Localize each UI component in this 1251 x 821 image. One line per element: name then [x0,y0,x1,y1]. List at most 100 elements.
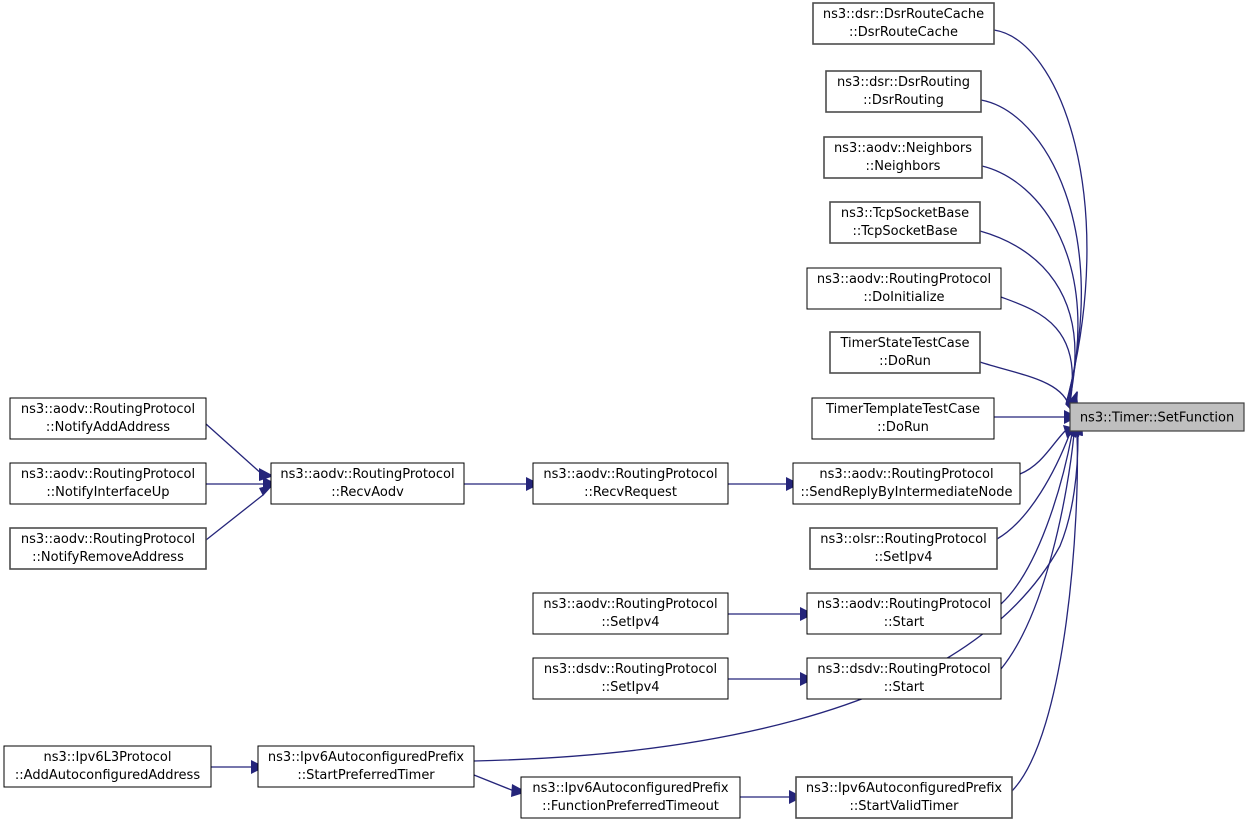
node-box[interactable] [825,70,982,113]
node-label-line2: ::Neighbors [866,159,941,174]
node-box[interactable] [829,201,981,244]
nodes-layer: ns3::dsr::DsrRouteCache::DsrRouteCachens… [3,2,1245,819]
graph-node[interactable]: ns3::aodv::RoutingProtocol::SendReplyByI… [792,462,1021,505]
node-label-line2: ::TcpSocketBase [852,224,957,239]
graph-node[interactable]: ns3::Ipv6AutoconfiguredPrefix::StartPref… [257,745,475,788]
node-label-line2: ::SetIpv4 [874,550,932,565]
edge-n11-to-target [1011,420,1082,792]
edge-k0-to-l0 [205,423,274,481]
node-box[interactable] [812,2,995,45]
node-box[interactable] [806,592,1002,635]
node-box[interactable] [9,462,207,505]
edge-line [1019,429,1067,475]
node-label-line1: ns3::aodv::RoutingProtocol [21,467,195,482]
node-box[interactable] [829,331,981,374]
edge-n3-to-target [979,230,1082,419]
node-box[interactable] [806,657,1002,700]
node-label-line2: ::SendReplyByIntermediateNode [801,485,1013,500]
graph-node[interactable]: ns3::aodv::RoutingProtocol::RecvRequest [532,462,729,505]
node-box[interactable] [811,397,995,440]
graph-node[interactable]: ns3::aodv::RoutingProtocol::Start [806,592,1002,635]
edge-line [1000,433,1073,605]
graph-node[interactable]: ns3::dsr::DsrRouteCache::DsrRouteCache [812,2,995,45]
graph-node[interactable]: ns3::dsr::DsrRouting::DsrRouting [825,70,982,113]
edge-line [1000,296,1074,409]
edge-line [996,432,1071,540]
edge-k3-to-l1 [211,760,265,774]
node-box[interactable] [806,267,1002,310]
node-box[interactable] [270,462,465,505]
graph-node[interactable]: ns3::aodv::Neighbors::Neighbors [823,136,983,179]
graph-node[interactable]: ns3::aodv::RoutingProtocol::NotifyRemove… [9,527,207,570]
node-box[interactable] [795,776,1013,819]
node-label-line1: ns3::olsr::RoutingProtocol [820,532,987,547]
graph-node[interactable]: ns3::dsdv::RoutingProtocol::SetIpv4 [532,657,729,700]
node-label-line1: ns3::dsr::DsrRouteCache [823,7,984,22]
edge-line [993,29,1088,405]
node-box[interactable] [792,462,1021,505]
node-label-line2: ::RecvRequest [584,485,677,500]
node-label-line2: ::RecvAodv [331,485,404,500]
node-box[interactable] [3,745,212,788]
graph-node[interactable]: ns3::aodv::RoutingProtocol::SetIpv4 [532,592,729,635]
node-label-line1: ns3::Ipv6L3Protocol [44,750,172,765]
edge-m2-to-n10 [728,672,814,686]
edge-line [981,165,1079,407]
edge-n1-to-target [980,99,1082,418]
graph-node[interactable]: ns3::dsdv::RoutingProtocol::Start [806,657,1002,700]
edge-n6-to-target [994,410,1078,424]
node-box[interactable] [9,397,207,440]
graph-node[interactable]: ns3::olsr::RoutingProtocol::SetIpv4 [809,527,998,570]
node-label-line1: ns3::aodv::Neighbors [834,141,972,156]
graph-node[interactable]: ns3::aodv::RoutingProtocol::RecvAodv [270,462,465,505]
node-label-line1: ns3::aodv::RoutingProtocol [21,402,195,417]
edge-m0-to-n7 [728,477,800,491]
node-label-line2: ::SetIpv4 [601,615,659,630]
node-label-line2: ::DoInitialize [863,290,944,305]
node-label-line2: ::NotifyRemoveAddress [32,550,184,565]
graph-node[interactable]: ns3::Ipv6L3Protocol::AddAutoconfiguredAd… [3,745,212,788]
node-label-line1: ns3::aodv::RoutingProtocol [819,467,993,482]
graph-node[interactable]: ns3::aodv::RoutingProtocol::DoInitialize [806,267,1002,310]
edge-l0-to-m0 [464,477,540,491]
edge-m1-to-n9 [728,607,814,621]
node-box[interactable] [532,657,729,700]
node-label-line2: ::AddAutoconfiguredAddress [15,768,200,783]
node-box[interactable] [9,527,207,570]
node-box[interactable] [532,462,729,505]
edge-n0-to-target [993,29,1088,418]
node-label-line2: ::Start [884,615,925,630]
graph-node[interactable]: ns3::Ipv6AutoconfiguredPrefix::StartVali… [795,776,1013,819]
node-box[interactable] [532,592,729,635]
node-label-line1: ns3::aodv::RoutingProtocol [280,467,454,482]
arrowhead-icon [259,468,274,481]
node-label-line1: ns3::Timer::SetFunction [1080,411,1234,426]
edge-m3-to-n11 [740,790,803,804]
graph-node[interactable]: ns3::aodv::RoutingProtocol::NotifyInterf… [9,462,207,505]
node-box[interactable] [809,527,998,570]
edge-line [1011,434,1079,792]
node-label-line1: TimerStateTestCase [840,336,970,351]
node-box[interactable] [1069,402,1245,432]
node-label-line1: ns3::aodv::RoutingProtocol [21,532,195,547]
graph-node-current[interactable]: ns3::Timer::SetFunction [1069,402,1245,432]
node-label-line1: ns3::dsdv::RoutingProtocol [544,662,717,677]
node-label-line1: ns3::TcpSocketBase [841,206,969,221]
graph-node[interactable]: ns3::Ipv6AutoconfiguredPrefix::FunctionP… [520,776,741,819]
graph-node[interactable]: ns3::aodv::RoutingProtocol::NotifyAddAdd… [9,397,207,440]
node-box[interactable] [823,136,983,179]
edge-line [1000,433,1075,670]
node-label-line2: ::StartValidTimer [849,799,959,814]
graph-node[interactable]: TimerTemplateTestCase::DoRun [811,397,995,440]
node-label-line1: TimerTemplateTestCase [825,402,980,417]
node-box[interactable] [257,745,475,788]
edge-n10-to-target [1000,421,1081,670]
node-box[interactable] [520,776,741,819]
node-label-line1: ns3::aodv::RoutingProtocol [543,597,717,612]
edge-line [980,99,1082,406]
edge-l1-to-m3 [473,774,527,797]
graph-node[interactable]: TimerStateTestCase::DoRun [829,331,981,374]
graph-node[interactable]: ns3::TcpSocketBase::TcpSocketBase [829,201,981,244]
